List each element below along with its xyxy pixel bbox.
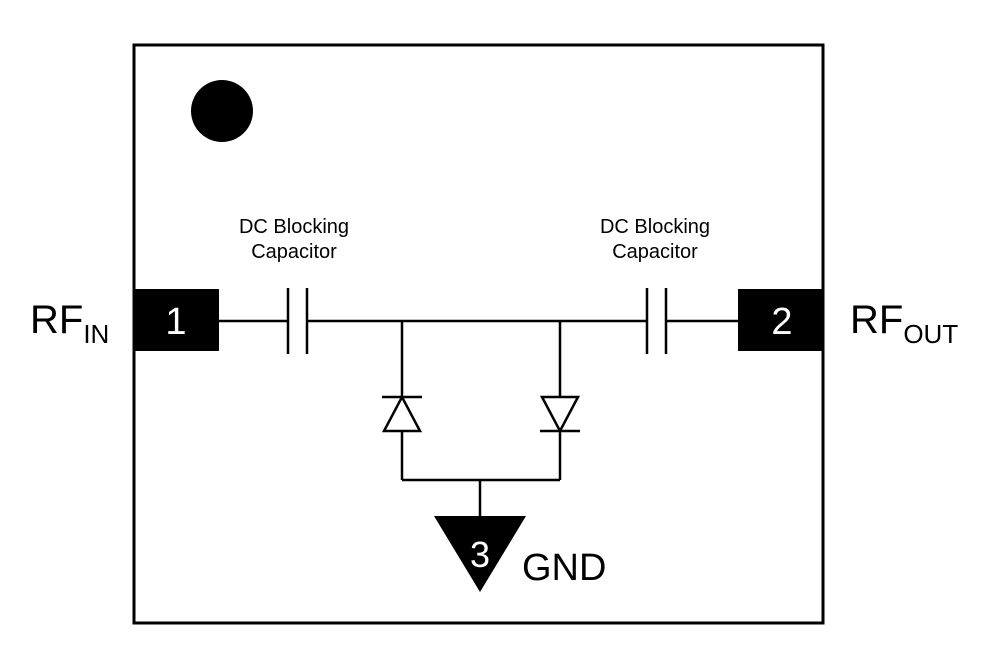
- pin3-label: GND: [522, 547, 606, 589]
- signal-wires: [219, 319, 738, 516]
- pin1-pad: 1: [134, 289, 219, 351]
- pin3-gnd-pad: 3: [434, 516, 526, 592]
- pin1-indicator-dot: [191, 80, 253, 142]
- pin2-label-base: RF: [850, 298, 903, 342]
- capacitor-right-symbol: [645, 288, 668, 354]
- capacitor-left-label-line2: Capacitor: [251, 241, 337, 263]
- capacitor-right-label-line1: DC Blocking: [600, 216, 710, 238]
- diode-left-symbol: [381, 394, 423, 433]
- diode-right-symbol: [539, 395, 581, 434]
- pin1-label: RFIN: [30, 298, 109, 349]
- capacitor-left-label-line1: DC Blocking: [239, 216, 349, 238]
- pin1-label-sub: IN: [83, 319, 109, 349]
- pin2-label: RFOUT: [850, 298, 958, 349]
- pin1-label-base: RF: [30, 298, 83, 342]
- pin2-number: 2: [771, 301, 792, 343]
- pin2-label-sub: OUT: [903, 319, 958, 349]
- capacitor-left-symbol: [286, 288, 309, 354]
- pin3-number: 3: [470, 534, 490, 575]
- capacitor-right-label-line2: Capacitor: [612, 241, 698, 263]
- pin1-number: 1: [165, 301, 186, 343]
- pin2-pad: 2: [738, 289, 823, 351]
